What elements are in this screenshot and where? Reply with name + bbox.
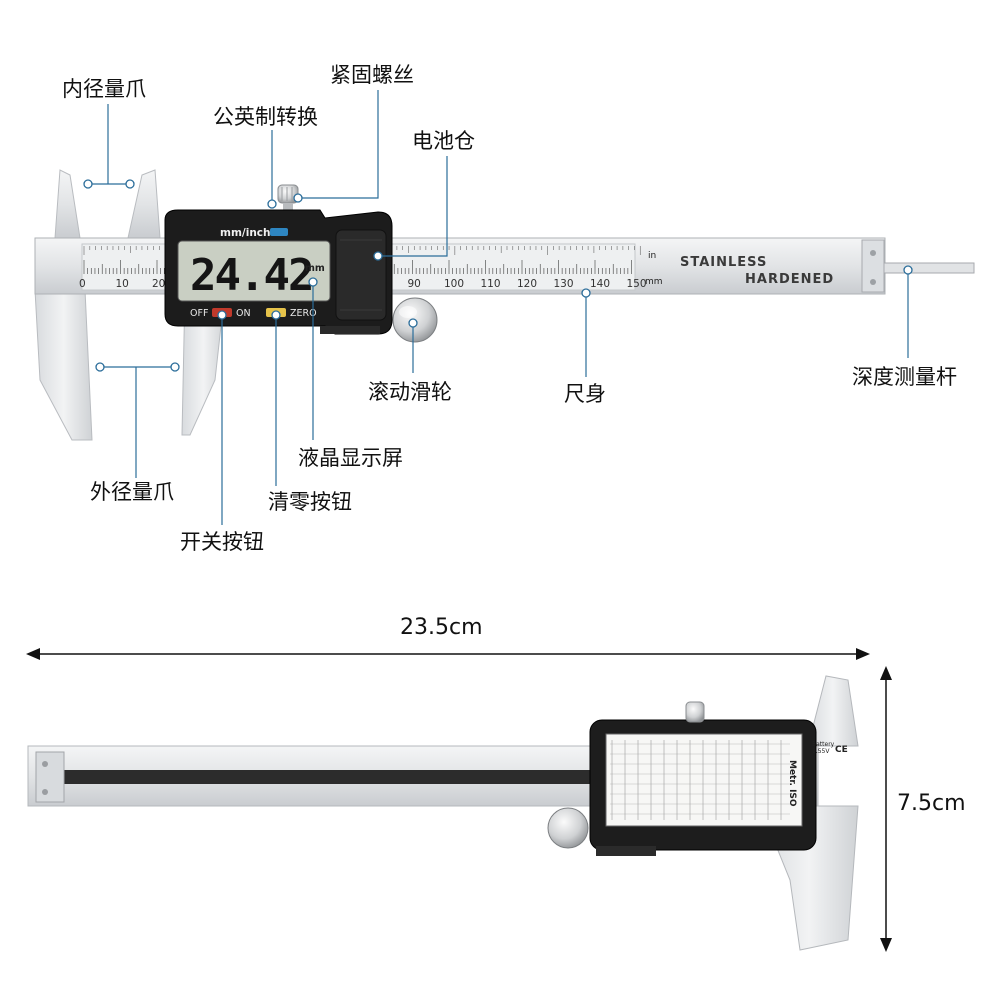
- back-lock-screw: [685, 701, 705, 723]
- label-thumb-roller: 滚动滑轮: [368, 380, 452, 404]
- label-lock-screw: 紧固螺丝: [330, 63, 414, 87]
- inner-jaw-sliding: [127, 169, 161, 239]
- label-outer-jaws: 外径量爪: [90, 480, 174, 504]
- lcd-reading: 24.42: [190, 250, 312, 301]
- unit-switch-label: mm/inch: [220, 227, 271, 239]
- back-info-sticker: [605, 733, 803, 827]
- outer-jaw-fixed: [34, 289, 93, 441]
- label-zero-button: 清零按钮: [268, 490, 352, 514]
- leader-lines: [83, 90, 913, 525]
- height-value: 7.5cm: [897, 791, 966, 816]
- sticker-title: Metr. ISO: [787, 760, 797, 807]
- mm-tick-label: 100: [444, 278, 464, 290]
- battery-cover[interactable]: [335, 229, 387, 321]
- zero-label: ZERO: [290, 308, 317, 319]
- label-inner-jaws: 内径量爪: [62, 77, 146, 101]
- back-end-block: [35, 751, 65, 803]
- mm-tick-label: 150: [627, 278, 647, 290]
- label-unit-switch: 公英制转换: [213, 105, 318, 129]
- lcd-unit: mm: [305, 263, 325, 274]
- length-value: 23.5cm: [400, 615, 483, 640]
- sticker-ce: CE: [835, 745, 848, 755]
- sticker-battery: Battery: [812, 741, 835, 748]
- mm-tick-label: 90: [408, 278, 421, 290]
- off-label: OFF: [190, 308, 208, 319]
- label-main-scale: 尺身: [564, 382, 606, 406]
- label-lcd-screen: 液晶显示屏: [298, 446, 403, 470]
- depth-rod: [883, 262, 975, 274]
- scale-unit-mm: mm: [645, 277, 663, 287]
- back-thumb-roller: [547, 807, 589, 849]
- label-battery: 电池仓: [412, 129, 475, 153]
- back-upper-jaw: [807, 675, 859, 747]
- stamp-stainless: STAINLESS: [680, 255, 767, 270]
- mm-tick-label: 140: [590, 278, 610, 290]
- back-view-caliper: Metr. ISO Battery 1.55V CE: [27, 675, 859, 951]
- label-depth-rod: 深度测量杆: [852, 365, 957, 389]
- front-view-caliper: 0102030405060708090100110120130140150 ST…: [34, 169, 975, 441]
- scale-unit-in: in: [648, 251, 656, 261]
- mm-tick-label: 0: [79, 278, 86, 290]
- mm-tick-label: 130: [554, 278, 574, 290]
- on-label: ON: [236, 308, 251, 319]
- stamp-hardened: HARDENED: [745, 272, 834, 287]
- mm-tick-label: 20: [152, 278, 165, 290]
- unit-switch-button[interactable]: [270, 228, 288, 236]
- mm-tick-label: 120: [517, 278, 537, 290]
- length-dimension: [26, 648, 870, 660]
- lock-screw[interactable]: [277, 184, 299, 212]
- grip-ridges: [320, 326, 380, 334]
- mm-tick-label: 10: [116, 278, 129, 290]
- sticker-grid: [610, 740, 790, 820]
- sticker-voltage: 1.55V: [812, 748, 830, 755]
- height-dimension: [880, 666, 892, 952]
- scale-ticks: 0102030405060708090100110120130140150: [79, 246, 647, 290]
- lcd-screen: [177, 240, 331, 302]
- label-power-button: 开关按钮: [180, 530, 264, 554]
- inner-jaw-fixed: [35, 169, 81, 239]
- mm-tick-label: 110: [481, 278, 501, 290]
